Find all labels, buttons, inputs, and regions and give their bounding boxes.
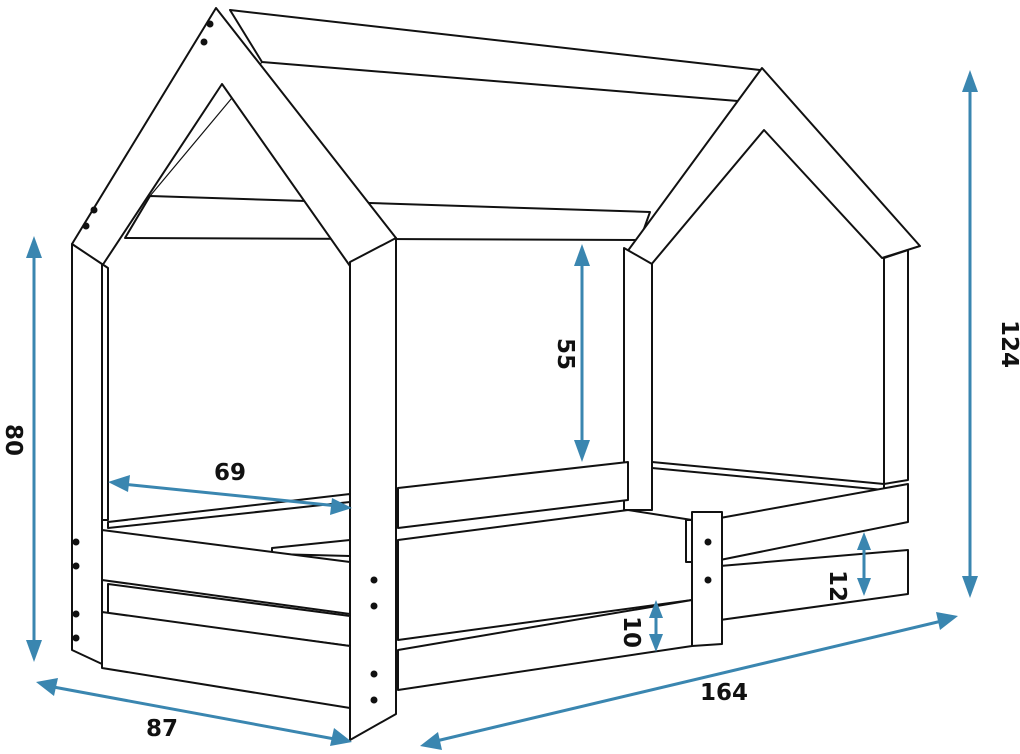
label-opening: 69 <box>214 460 246 486</box>
foot-side <box>397 483 909 691</box>
back-gable <box>623 67 921 511</box>
label-height-total: 124 <box>996 320 1020 368</box>
roof <box>124 9 761 241</box>
label-roof-gap: 55 <box>552 338 578 370</box>
label-drawer-height: 12 <box>824 570 850 602</box>
label-rail-height: 10 <box>618 616 644 648</box>
back-side-rail <box>107 461 693 641</box>
label-height-side: 80 <box>0 424 26 456</box>
dimension-arrows <box>26 70 978 750</box>
label-width: 87 <box>146 716 178 742</box>
screws <box>72 20 712 704</box>
dimension-labels: 124 80 55 69 87 164 12 10 <box>0 320 1020 742</box>
front-barrier <box>101 529 351 709</box>
label-length: 164 <box>700 680 748 706</box>
roof-board-left <box>229 9 761 103</box>
